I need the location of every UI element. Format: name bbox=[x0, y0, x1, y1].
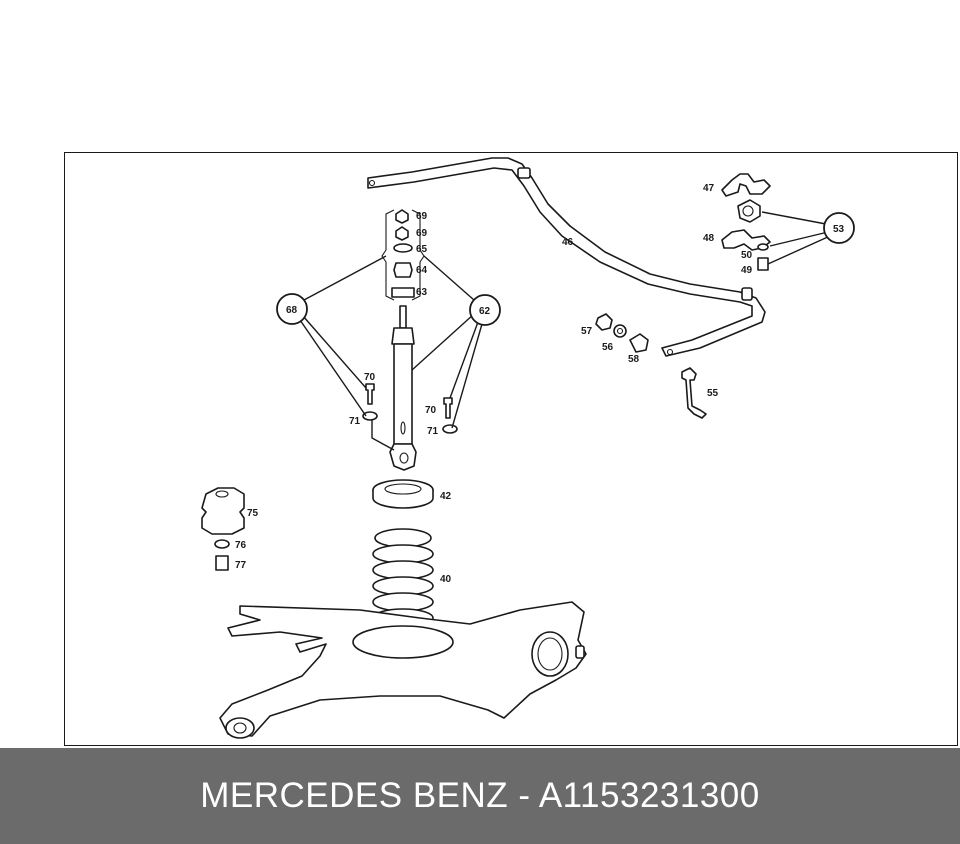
callout-68 bbox=[276, 293, 308, 325]
footer-banner: MERCEDES BENZ - A1153231300 bbox=[0, 748, 960, 844]
washer-50 bbox=[757, 243, 769, 251]
label-69-a: 69 bbox=[416, 211, 428, 222]
nut-57 bbox=[595, 313, 613, 331]
label-53: 53 bbox=[833, 224, 845, 235]
washer-76 bbox=[214, 539, 230, 549]
washer-56 bbox=[613, 324, 627, 338]
stabilizer-bar bbox=[367, 157, 766, 357]
label-46: 46 bbox=[562, 237, 574, 248]
label-69-b: 69 bbox=[416, 228, 428, 239]
label-68: 68 bbox=[286, 305, 298, 316]
link-rod-55 bbox=[681, 367, 707, 419]
label-77: 77 bbox=[235, 560, 247, 571]
nut-69-b bbox=[395, 226, 409, 241]
label-55: 55 bbox=[707, 388, 719, 399]
label-63: 63 bbox=[416, 287, 428, 298]
label-75: 75 bbox=[247, 508, 259, 519]
bushing-64 bbox=[393, 262, 413, 278]
callout-53 bbox=[823, 212, 855, 244]
bolt-70-left bbox=[365, 383, 375, 405]
label-70-left: 70 bbox=[364, 372, 376, 383]
label-49: 49 bbox=[741, 265, 753, 276]
bushing-63 bbox=[391, 287, 415, 298]
bolt-49 bbox=[757, 257, 769, 271]
label-57: 57 bbox=[581, 326, 593, 337]
bushing-58 bbox=[629, 333, 649, 353]
washer-71-left bbox=[362, 411, 378, 421]
part-number-title: MERCEDES BENZ - A1153231300 bbox=[200, 776, 760, 815]
label-50: 50 bbox=[741, 250, 753, 261]
label-71-right: 71 bbox=[427, 426, 439, 437]
rubber-stop-75 bbox=[201, 487, 245, 535]
label-58: 58 bbox=[628, 354, 640, 365]
label-76: 76 bbox=[235, 540, 247, 551]
label-62: 62 bbox=[479, 306, 491, 317]
nut-69-a bbox=[395, 209, 409, 224]
label-71-left: 71 bbox=[349, 416, 361, 427]
label-42: 42 bbox=[440, 491, 452, 502]
label-47: 47 bbox=[703, 183, 715, 194]
label-64: 64 bbox=[416, 265, 428, 276]
label-56: 56 bbox=[602, 342, 614, 353]
bolt-70-right bbox=[443, 397, 453, 419]
shock-absorber bbox=[389, 305, 417, 471]
lower-control-arm bbox=[219, 601, 587, 739]
label-48: 48 bbox=[703, 233, 715, 244]
bolt-77 bbox=[215, 555, 229, 571]
label-40: 40 bbox=[440, 574, 452, 585]
spring-pad-42 bbox=[372, 479, 434, 509]
suspension-diagram: 46 47 48 49 50 53 55 56 57 58 62 63 64 6… bbox=[201, 157, 855, 739]
label-70-right: 70 bbox=[425, 405, 437, 416]
washer-65 bbox=[393, 243, 413, 253]
bushing bbox=[737, 199, 761, 223]
bracket-47 bbox=[721, 173, 771, 197]
washer-71-right bbox=[442, 424, 458, 434]
label-65: 65 bbox=[416, 244, 428, 255]
callout-62 bbox=[469, 294, 501, 326]
